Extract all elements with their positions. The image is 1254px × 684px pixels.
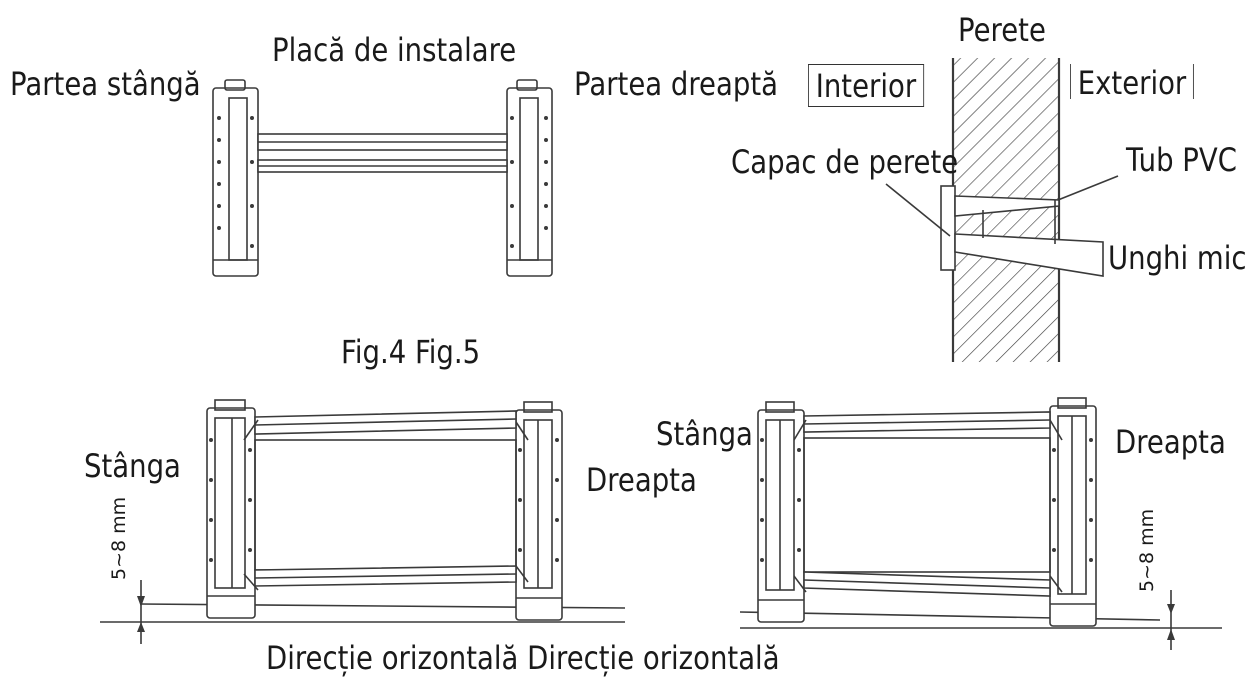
installation-plate-drawing (212, 79, 553, 277)
right-level-frame-drawing (739, 397, 1222, 650)
pvc-tube-label: Tub PVC (1126, 141, 1237, 179)
small-angle-label: Unghi mic (1108, 239, 1247, 277)
exterior-label: Exterior (1070, 64, 1194, 99)
horizontal-direction-caption: Direcție orizontală Direcție orizontală (266, 639, 780, 677)
right-frame-right-label: Dreapta (1115, 423, 1226, 461)
figure-caption: Fig.4 Fig.5 (341, 333, 481, 371)
right-gap-label: 5~8 mm (1136, 508, 1158, 592)
wall-cap-label: Capac de perete (731, 143, 959, 181)
left-frame-left-label: Stânga (84, 447, 181, 485)
wall-section-drawing (885, 58, 1119, 362)
left-frame-right-label: Dreapta (586, 461, 697, 499)
left-level-frame-drawing (100, 399, 626, 644)
right-frame-left-label: Stânga (656, 415, 753, 453)
interior-label: Interior (808, 64, 924, 107)
left-gap-label: 5~8 mm (108, 496, 130, 580)
plate-label: Placă de instalare (272, 31, 517, 69)
wall-label: Perete (958, 11, 1046, 49)
right-side-label: Partea dreaptă (574, 65, 778, 103)
left-side-label: Partea stângă (10, 65, 201, 103)
